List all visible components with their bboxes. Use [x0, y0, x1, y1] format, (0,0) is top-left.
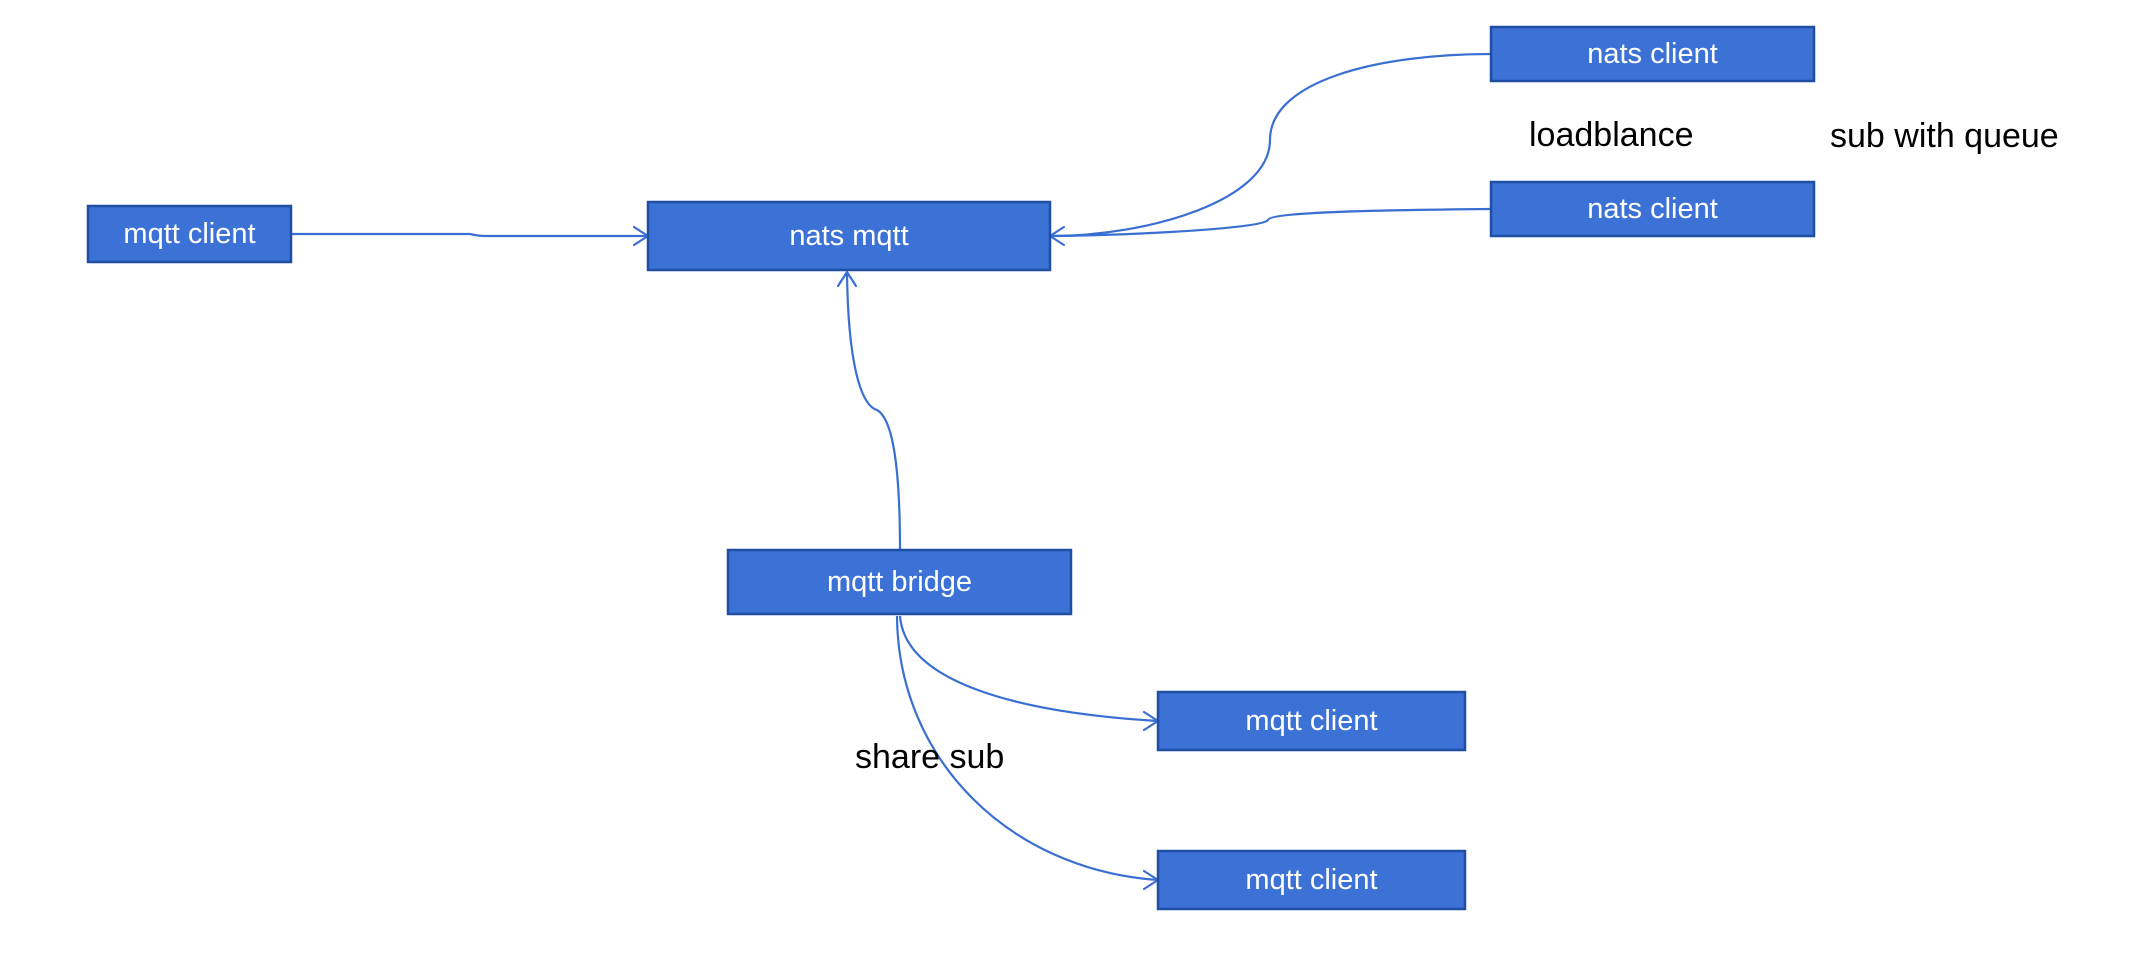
arrowhead-into-nats-mqtt-bottom — [836, 270, 858, 288]
node-mqtt-client-left: mqtt client — [86, 204, 293, 264]
edge-mqtt-bridge-to-mqtt-client-share-2 — [895, 615, 1159, 882]
edge-mqtt-bridge-to-nats-mqtt — [845, 271, 902, 551]
node-label: mqtt client — [1245, 705, 1377, 737]
edge-mqtt-bridge-to-mqtt-client-share-1 — [898, 615, 1159, 723]
edge-nats-client-bottom-to-nats-mqtt — [1049, 207, 1492, 238]
edge-nats-client-top-to-nats-mqtt — [1049, 52, 1492, 238]
node-mqtt-bridge: mqtt bridge — [726, 548, 1073, 616]
node-label: mqtt client — [123, 218, 255, 250]
edge-mqtt-client-to-nats-mqtt — [291, 232, 648, 238]
node-nats-mqtt: nats mqtt — [646, 200, 1052, 272]
edges — [291, 52, 1492, 891]
label-loadbalance: loadblance — [1529, 116, 1693, 154]
node-label: mqtt bridge — [827, 566, 972, 598]
label-share-sub: share sub — [855, 738, 1004, 776]
node-label: nats mqtt — [789, 220, 908, 252]
node-mqtt-client-share-2: mqtt client — [1156, 849, 1467, 911]
node-mqtt-client-share-1: mqtt client — [1156, 690, 1467, 752]
node-label: nats client — [1587, 38, 1718, 70]
node-nats-client-bottom: nats client — [1489, 180, 1816, 238]
node-label: nats client — [1587, 193, 1718, 225]
label-sub-with-queue: sub with queue — [1830, 117, 2059, 155]
node-nats-client-top: nats client — [1489, 25, 1816, 83]
node-label: mqtt client — [1245, 864, 1377, 896]
